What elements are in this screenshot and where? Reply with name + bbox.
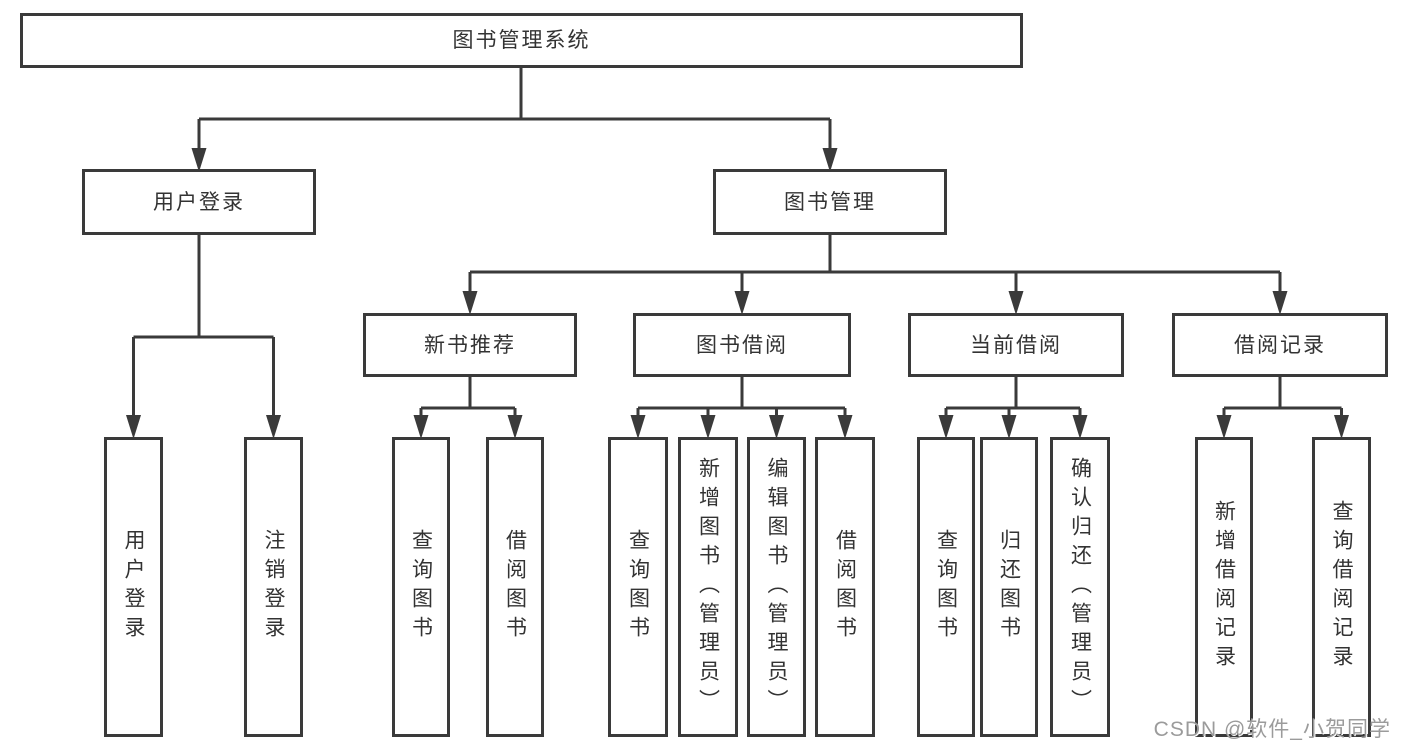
connector-root-to-level2 bbox=[197, 68, 832, 150]
arrow-leaf-2 bbox=[266, 415, 281, 439]
leaf-query-books-current: 查询图书 bbox=[917, 437, 975, 737]
node-book-manage: 图书管理 bbox=[713, 169, 947, 235]
leaf-add-borrow-record: 新增借阅记录 bbox=[1195, 437, 1253, 737]
leaf-return-book: 归还图书 bbox=[980, 437, 1038, 737]
arrowheads bbox=[126, 148, 1349, 439]
arrow-leaf-1 bbox=[126, 415, 141, 439]
leaf-query-borrow-record: 查询借阅记录 bbox=[1312, 437, 1371, 737]
leaf-borrow-books-recommend: 借阅图书 bbox=[486, 437, 544, 737]
arrow-leaf-12 bbox=[1216, 415, 1232, 439]
connector-current-to-leaves bbox=[944, 377, 1082, 417]
node-current-borrow: 当前借阅 bbox=[908, 313, 1124, 377]
leaf-logout: 注销登录 bbox=[244, 437, 303, 737]
arrow-leaf-3 bbox=[413, 415, 429, 439]
arrow-leaf-6 bbox=[700, 415, 716, 439]
leaf-borrow-books-borrow: 借阅图书 bbox=[815, 437, 875, 737]
arrow-manage bbox=[822, 148, 838, 172]
arrow-leaf-4 bbox=[507, 415, 523, 439]
leaf-query-books-borrow: 查询图书 bbox=[608, 437, 668, 737]
arrow-leaf-10 bbox=[1001, 415, 1017, 439]
leaf-confirm-return-admin: 确认归还（管理员） bbox=[1050, 437, 1110, 737]
arrow-leaf-9 bbox=[938, 415, 954, 439]
leaf-add-book-admin: 新增图书（管理员） bbox=[678, 437, 738, 737]
connector-login-to-leaves bbox=[132, 235, 275, 417]
arrow-newbook bbox=[462, 291, 478, 315]
node-user-login: 用户登录 bbox=[82, 169, 316, 235]
leaf-edit-book-admin: 编辑图书（管理员） bbox=[747, 437, 806, 737]
connector-records-to-leaves bbox=[1222, 377, 1343, 417]
arrow-leaf-13 bbox=[1334, 415, 1349, 439]
arrow-borrow bbox=[734, 291, 750, 315]
arrow-leaf-8 bbox=[837, 415, 853, 439]
arrow-records bbox=[1272, 291, 1288, 315]
connector-borrow-to-leaves bbox=[636, 377, 847, 417]
connector-newbook-to-leaves bbox=[419, 377, 517, 417]
node-root: 图书管理系统 bbox=[20, 13, 1023, 68]
connector-manage-to-level3 bbox=[468, 235, 1282, 293]
arrow-current bbox=[1008, 291, 1024, 315]
watermark-text: CSDN @软件_小贺同学 bbox=[1153, 718, 1391, 741]
leaf-query-books-recommend: 查询图书 bbox=[392, 437, 450, 737]
arrow-leaf-11 bbox=[1072, 415, 1088, 439]
node-new-book-recommend: 新书推荐 bbox=[363, 313, 577, 377]
node-book-borrow: 图书借阅 bbox=[633, 313, 851, 377]
arrow-leaf-7 bbox=[769, 415, 784, 439]
node-borrow-records: 借阅记录 bbox=[1172, 313, 1388, 377]
arrow-leaf-5 bbox=[630, 415, 646, 439]
arrow-login bbox=[191, 148, 207, 172]
leaf-user-login: 用户登录 bbox=[104, 437, 163, 737]
